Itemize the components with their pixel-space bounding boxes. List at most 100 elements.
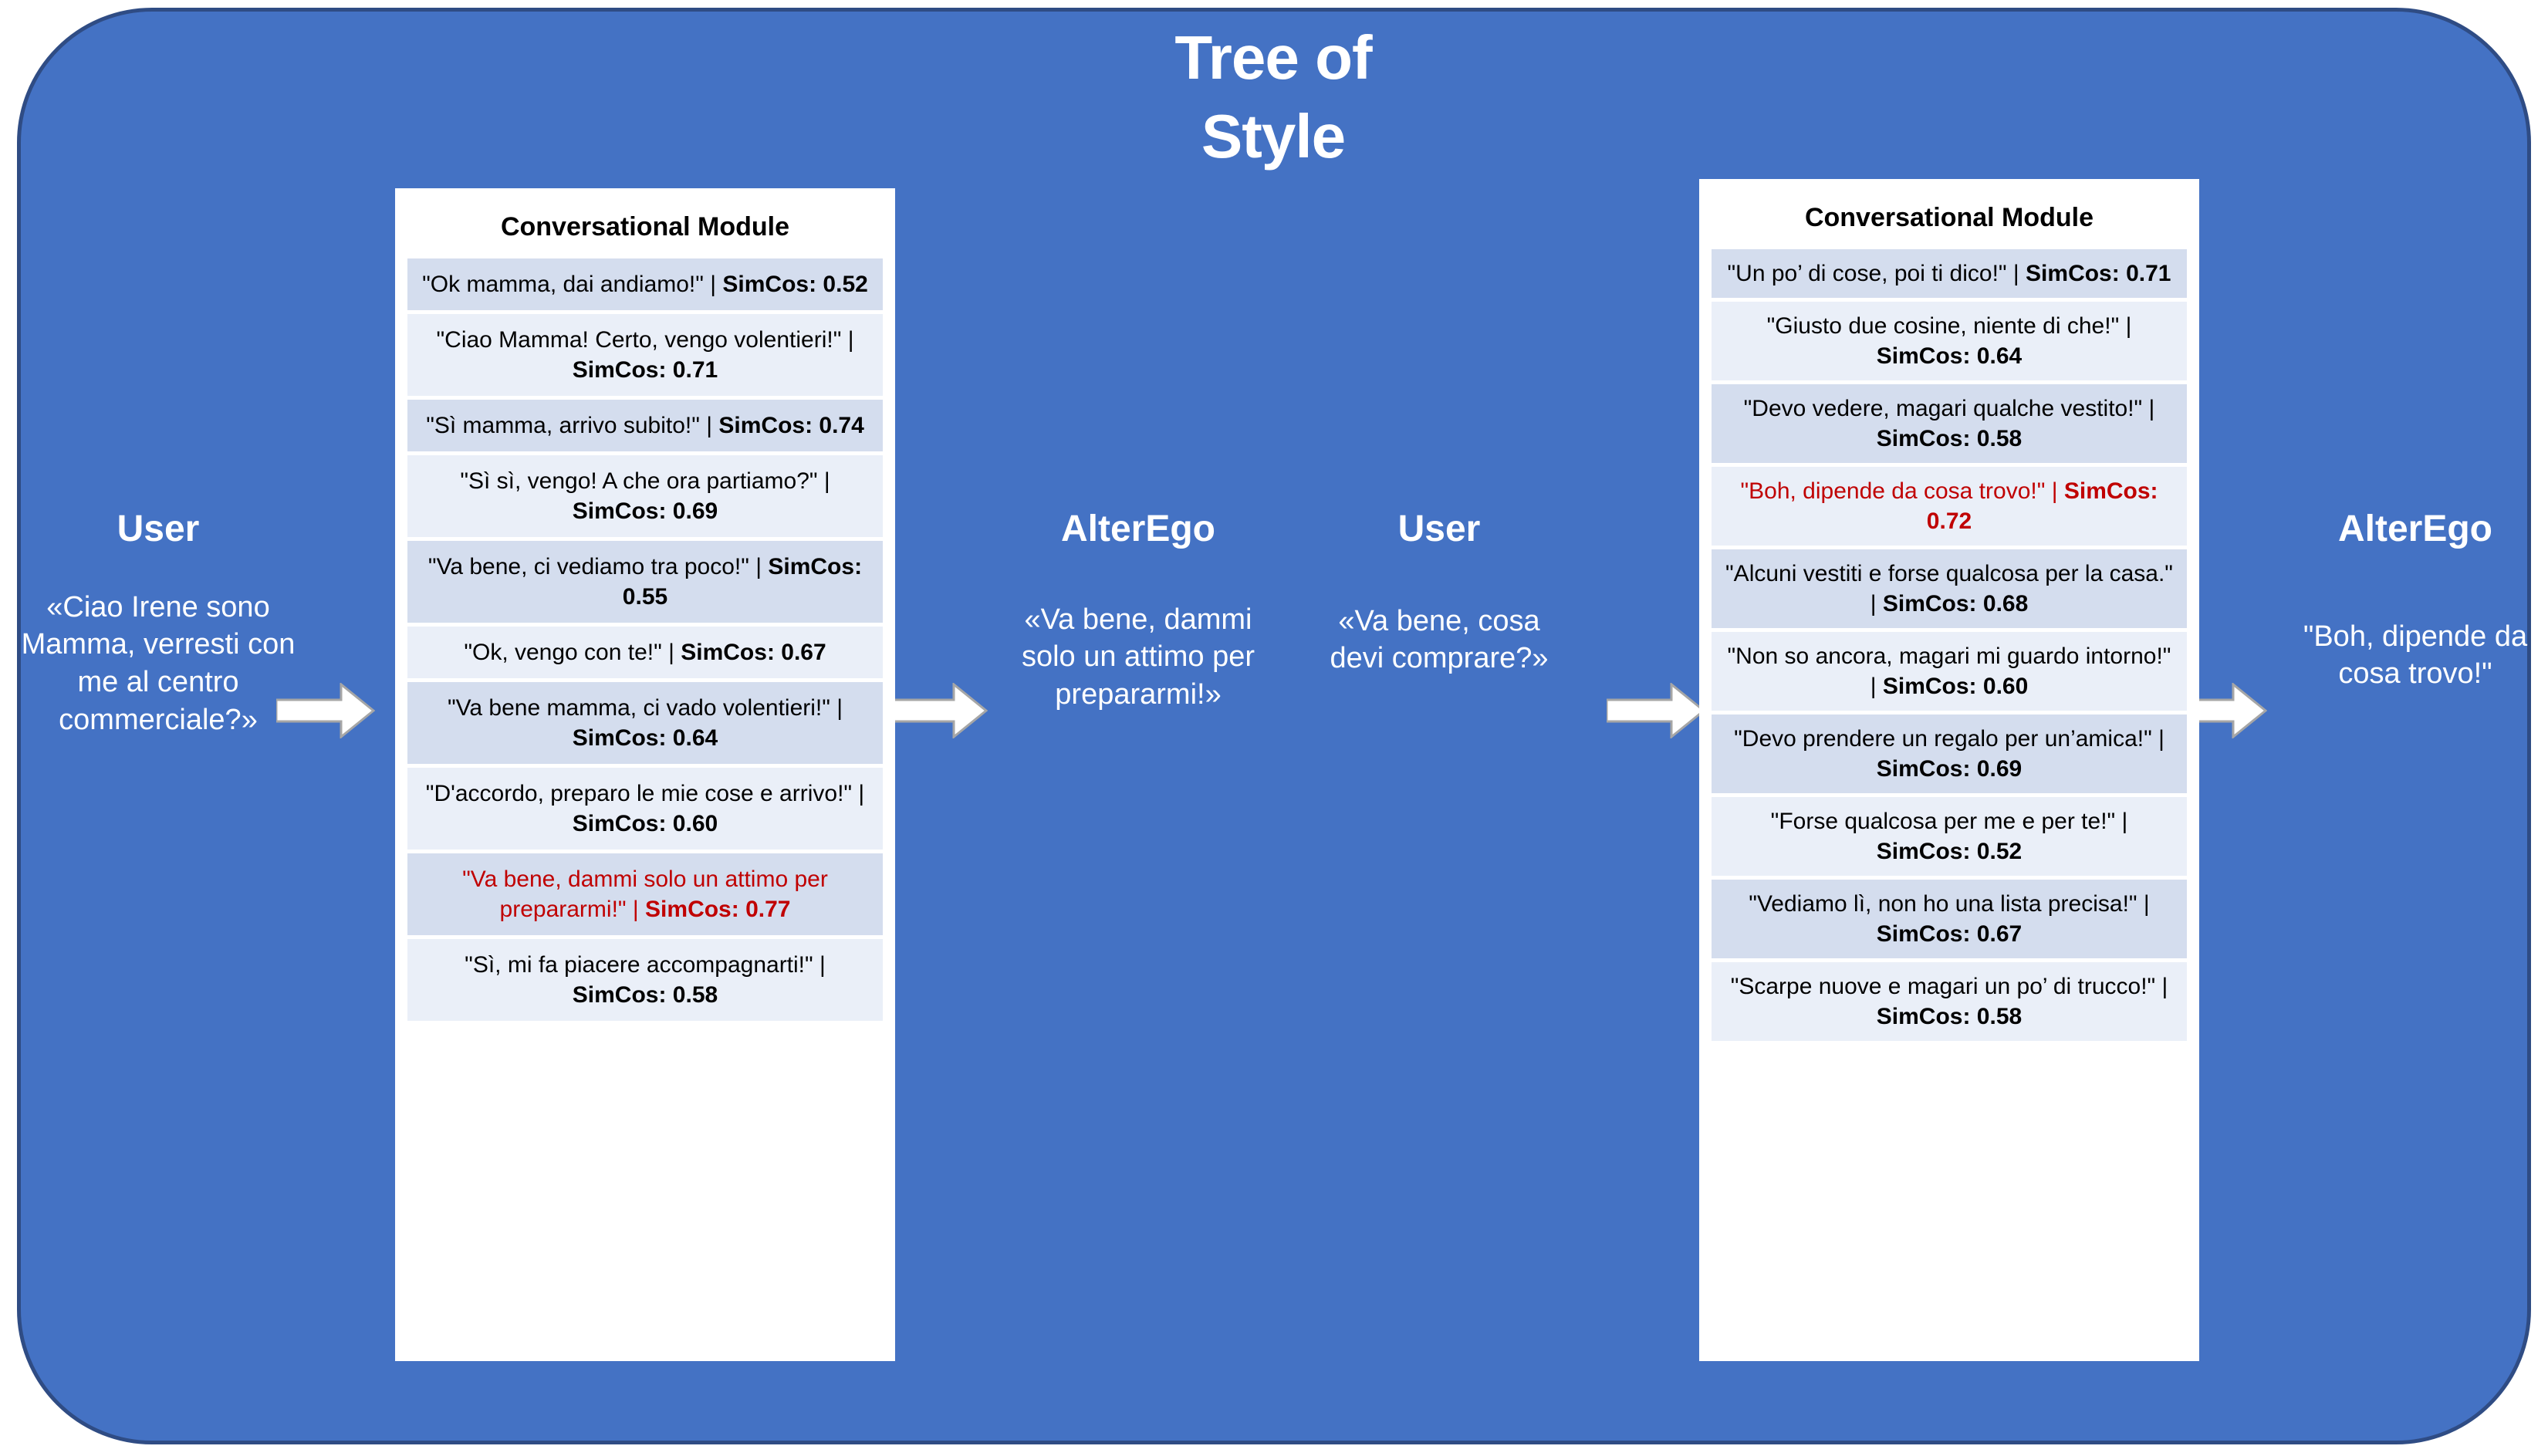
candidate-response-text: "Boh, dipende da cosa trovo!" <box>1740 478 2052 505</box>
module-1-heading: Conversational Module <box>500 212 790 242</box>
candidate-response-text: "Devo prendere un regalo per un’amica!" <box>1734 726 2159 752</box>
candidate-simcos-score: SimCos: 0.52 <box>1876 839 2023 865</box>
candidate-response-row: "Scarpe nuove e magari un po’ di trucco!… <box>1712 962 2187 1042</box>
speaker-alterego-2-label: AlterEgo <box>2337 508 2492 549</box>
candidate-response-text: "Vediamo lì, non ho una lista precisa!" <box>1749 891 2144 917</box>
candidate-separator: | <box>706 413 719 439</box>
candidate-response-row: "D'accordo, preparo le mie cose e arrivo… <box>407 768 883 850</box>
candidate-response-text: "Va bene mamma, ci vado volentieri!" <box>447 695 837 721</box>
candidate-simcos-score: SimCos: 0.71 <box>2026 261 2171 287</box>
conversational-module-2: Conversational Module "Un po’ di cose, p… <box>1699 179 2199 1361</box>
candidate-separator: | <box>1870 591 1883 617</box>
speaker-alterego-2: AlterEgo "Boh, dipende da cosa trovo!" <box>2284 508 2546 693</box>
candidate-response-text: "Sì, mi fa piacere accompagnarti!" <box>465 952 820 978</box>
speaker-user-1: User «Ciao Irene sono Mamma, verresti co… <box>8 508 309 738</box>
candidate-response-row: "Va bene, ci vediamo tra poco!" | SimCos… <box>407 541 883 623</box>
candidate-response-text: "Giusto due cosine, niente di che!" <box>1766 313 2126 340</box>
arrow-right-icon <box>276 683 375 738</box>
candidate-response-text: "Non so ancora, magari mi guardo intorno… <box>1727 644 2171 670</box>
candidate-response-row: "Non so ancora, magari mi guardo intorno… <box>1712 632 2187 711</box>
module-2-row-list: "Un po’ di cose, poi ti dico!" | SimCos:… <box>1712 249 2187 1045</box>
speaker-alterego-1-label: AlterEgo <box>1060 508 1215 549</box>
title-line-1: Tree of <box>1174 23 1372 92</box>
candidate-response-text: "Va bene, dammi solo un attimo per prepa… <box>462 867 828 923</box>
candidate-response-text: "Un po’ di cose, poi ti dico!" <box>1727 261 2013 287</box>
candidate-simcos-score: SimCos: 0.64 <box>572 725 718 752</box>
candidate-response-row: "Sì mamma, arrivo subito!" | SimCos: 0.7… <box>407 400 883 452</box>
candidate-response-row: "Vediamo lì, non ho una lista precisa!" … <box>1712 880 2187 959</box>
candidate-response-row: "Devo vedere, magari qualche vestito!" |… <box>1712 384 2187 464</box>
speaker-user-2-utterance: «Va bene, cosa devi comprare?» <box>1330 604 1549 675</box>
speaker-alterego-2-utterance: "Boh, dipende da cosa trovo!" <box>2303 620 2528 691</box>
candidate-separator: | <box>2051 478 2064 505</box>
candidate-response-text: "Alcuni vestiti e forse qualcosa per la … <box>1725 561 2173 587</box>
candidate-simcos-score: SimCos: 0.72 <box>1926 478 2158 535</box>
candidate-separator: | <box>2125 313 2132 340</box>
candidate-response-row: "Devo prendere un regalo per un’amica!" … <box>1712 714 2187 794</box>
candidate-separator: | <box>2143 891 2150 917</box>
candidate-separator: | <box>847 327 854 353</box>
candidate-response-row: "Giusto due cosine, niente di che!" | Si… <box>1712 302 2187 381</box>
candidate-response-text: "Forse qualcosa per me e per te!" <box>1770 809 2122 835</box>
candidate-response-row: "Ciao Mamma! Certo, vengo volentieri!" |… <box>407 314 883 397</box>
candidate-response-row: "Sì, mi fa piacere accompagnarti!" | Sim… <box>407 939 883 1022</box>
candidate-response-row: "Ok mamma, dai andiamo!" | SimCos: 0.52 <box>407 258 883 311</box>
candidate-separator: | <box>710 272 723 298</box>
candidate-response-text: "Ciao Mamma! Certo, vengo volentieri!" <box>436 327 848 353</box>
candidate-simcos-score: SimCos: 0.58 <box>1876 426 2023 452</box>
candidate-separator: | <box>2148 396 2155 422</box>
candidate-response-text: "Devo vedere, magari qualche vestito!" <box>1743 396 2149 422</box>
candidate-separator: | <box>836 695 843 721</box>
candidate-response-text: "Ok, vengo con te!" <box>464 640 669 666</box>
candidate-separator: | <box>2012 261 2026 287</box>
speaker-user-2-label: User <box>1397 508 1481 549</box>
candidate-simcos-score: SimCos: 0.69 <box>572 498 718 525</box>
candidate-response-text: "Va bene, ci vediamo tra poco!" <box>427 554 756 580</box>
candidate-separator: | <box>2121 809 2128 835</box>
candidate-response-row: "Boh, dipende da cosa trovo!" | SimCos: … <box>1712 467 2187 546</box>
speaker-alterego-1-utterance: «Va bene, dammi solo un attimo per prepa… <box>1021 603 1255 711</box>
candidate-simcos-score: SimCos: 0.58 <box>572 982 718 1008</box>
candidate-simcos-score: SimCos: 0.64 <box>1876 343 2023 370</box>
candidate-response-text: "Sì mamma, arrivo subito!" <box>426 413 707 439</box>
speaker-user-2: User «Va bene, cosa devi comprare?» <box>1312 508 1566 677</box>
candidate-separator: | <box>2158 726 2164 752</box>
candidate-simcos-score: SimCos: 0.52 <box>722 272 868 298</box>
candidate-simcos-score: SimCos: 0.67 <box>1876 921 2023 948</box>
candidate-response-row: "Va bene mamma, ci vado volentieri!" | S… <box>407 682 883 765</box>
candidate-response-text: "Sì sì, vengo! A che ora partiamo?" <box>460 468 824 495</box>
candidate-simcos-score: SimCos: 0.71 <box>572 357 718 383</box>
candidate-separator: | <box>668 640 681 666</box>
module-2-heading: Conversational Module <box>1804 203 2094 232</box>
candidate-simcos-score: SimCos: 0.60 <box>1882 674 2029 700</box>
candidate-simcos-score: SimCos: 0.55 <box>622 554 863 610</box>
arrow-right-icon <box>889 683 988 738</box>
candidate-simcos-score: SimCos: 0.77 <box>645 897 791 923</box>
candidate-simcos-score: SimCos: 0.69 <box>1876 756 2023 782</box>
speaker-alterego-1: AlterEgo «Va bene, dammi solo un attimo … <box>995 508 1281 714</box>
candidate-separator: | <box>2161 974 2168 1000</box>
candidate-response-row: "Ok, vengo con te!" | SimCos: 0.67 <box>407 627 883 679</box>
conversational-module-1: Conversational Module "Ok mamma, dai and… <box>395 188 895 1361</box>
candidate-response-row: "Alcuni vestiti e forse qualcosa per la … <box>1712 549 2187 629</box>
candidate-response-row: "Va bene, dammi solo un attimo per prepa… <box>407 853 883 936</box>
candidate-separator: | <box>823 468 830 495</box>
arrow-right-icon <box>1607 683 1705 738</box>
speaker-user-1-label: User <box>117 508 200 549</box>
candidate-separator: | <box>858 781 865 807</box>
module-1-row-list: "Ok mamma, dai andiamo!" | SimCos: 0.52"… <box>407 258 883 1025</box>
candidate-response-row: "Sì sì, vengo! A che ora partiamo?" | Si… <box>407 455 883 538</box>
candidate-response-row: "Forse qualcosa per me e per te!" | SimC… <box>1712 797 2187 877</box>
title-line-2: Style <box>1201 102 1346 171</box>
candidate-separator: | <box>819 952 826 978</box>
candidate-simcos-score: SimCos: 0.58 <box>1876 1004 2023 1030</box>
candidate-separator: | <box>1870 674 1883 700</box>
speaker-user-1-utterance: «Ciao Irene sono Mamma, verresti con me … <box>21 590 296 736</box>
candidate-separator: | <box>632 897 646 923</box>
candidate-simcos-score: SimCos: 0.60 <box>572 811 718 837</box>
candidate-response-row: "Un po’ di cose, poi ti dico!" | SimCos:… <box>1712 249 2187 299</box>
candidate-response-text: "Scarpe nuove e magari un po’ di trucco!… <box>1730 974 2162 1000</box>
candidate-simcos-score: SimCos: 0.74 <box>718 413 864 439</box>
candidate-response-text: "D'accordo, preparo le mie cose e arrivo… <box>425 781 859 807</box>
